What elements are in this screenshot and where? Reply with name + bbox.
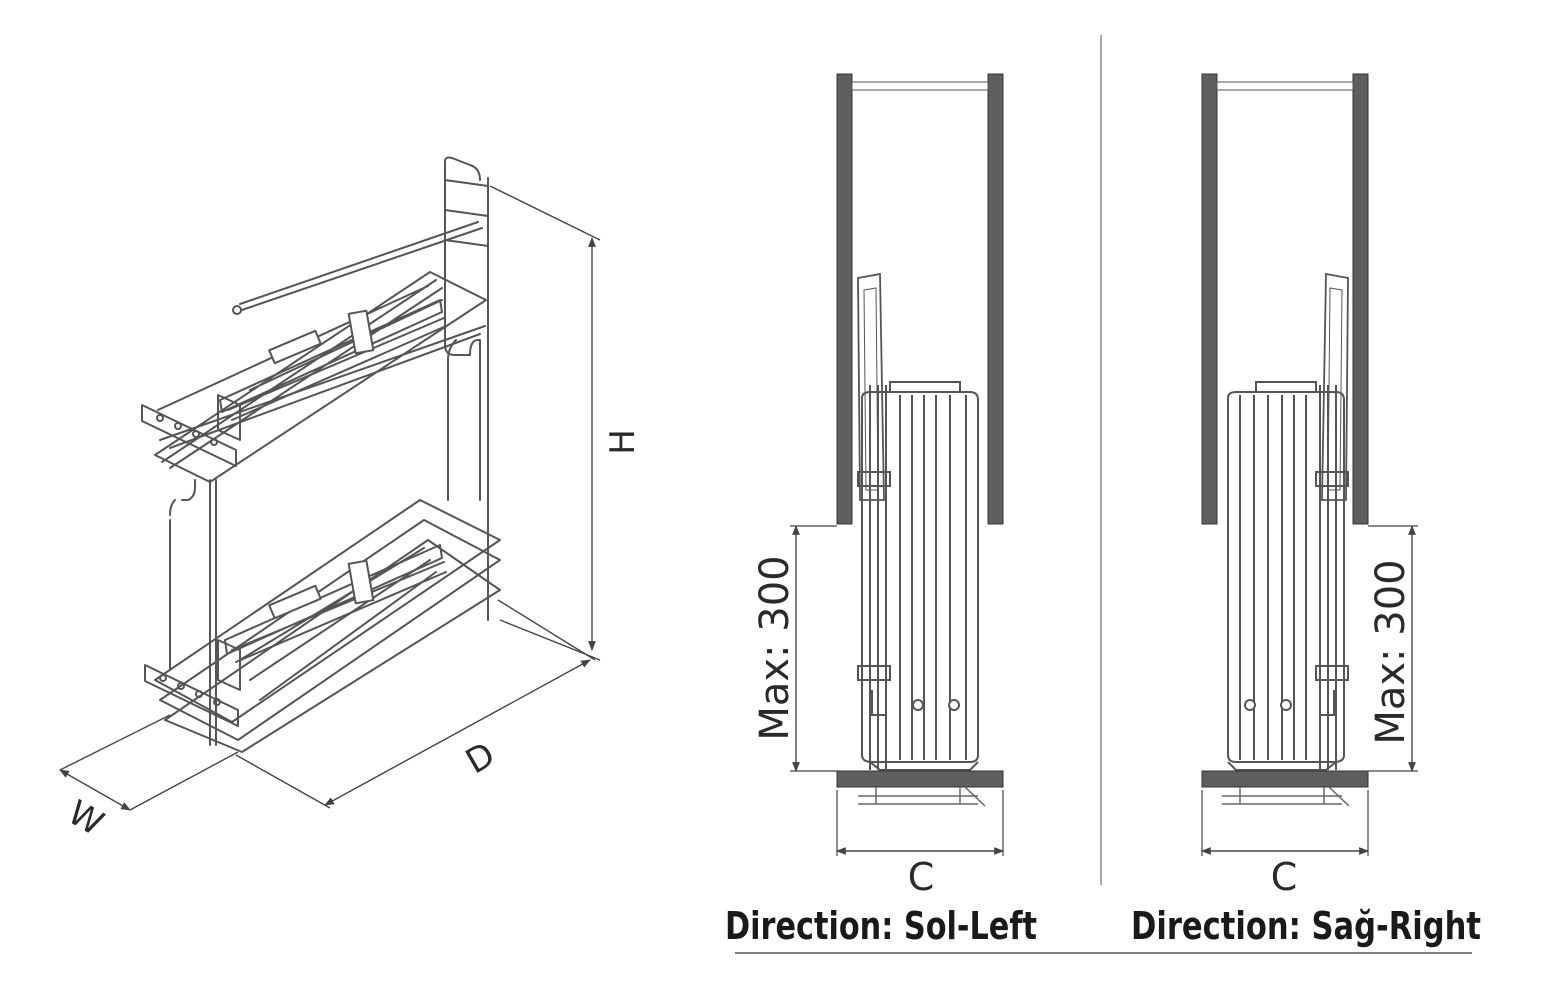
isometric-basket-drawing	[141, 156, 501, 753]
bottom-mount-bracket	[144, 664, 239, 727]
right-direction-view	[1201, 73, 1418, 856]
h-label: H	[603, 429, 643, 455]
right-cabinet-wall-left	[1201, 73, 1218, 525]
iso-dimensions	[59, 185, 601, 811]
top-rail	[444, 179, 489, 247]
w-dimension-line	[59, 769, 131, 811]
right-cabinet-wall-right	[1352, 73, 1369, 525]
d-dimension-line	[324, 659, 591, 806]
left-basket-front	[857, 381, 979, 771]
left-max-label: Max: 300	[752, 555, 798, 740]
left-direction-caption: Direction: Sol-Left	[725, 904, 1037, 948]
left-c-label: C	[908, 855, 935, 899]
d-label: D	[459, 735, 502, 783]
right-basket-front	[1227, 381, 1349, 771]
bottom-basket	[154, 499, 501, 753]
front-frame	[169, 479, 217, 746]
w-label: W	[61, 793, 110, 844]
hanging-rod	[235, 221, 483, 313]
right-max-label: Max: 300	[1368, 559, 1414, 744]
left-cabinet-wall-left	[836, 73, 853, 525]
right-direction-caption: Direction: Sağ-Right	[1131, 904, 1481, 948]
right-c-label: C	[1271, 855, 1298, 899]
right-cabinet-base	[1201, 770, 1369, 788]
left-direction-view	[790, 73, 1004, 856]
back-frame	[444, 156, 489, 621]
top-mount-bracket	[141, 404, 237, 467]
left-cabinet-base	[836, 770, 1004, 788]
left-cabinet-wall-right	[987, 73, 1004, 525]
